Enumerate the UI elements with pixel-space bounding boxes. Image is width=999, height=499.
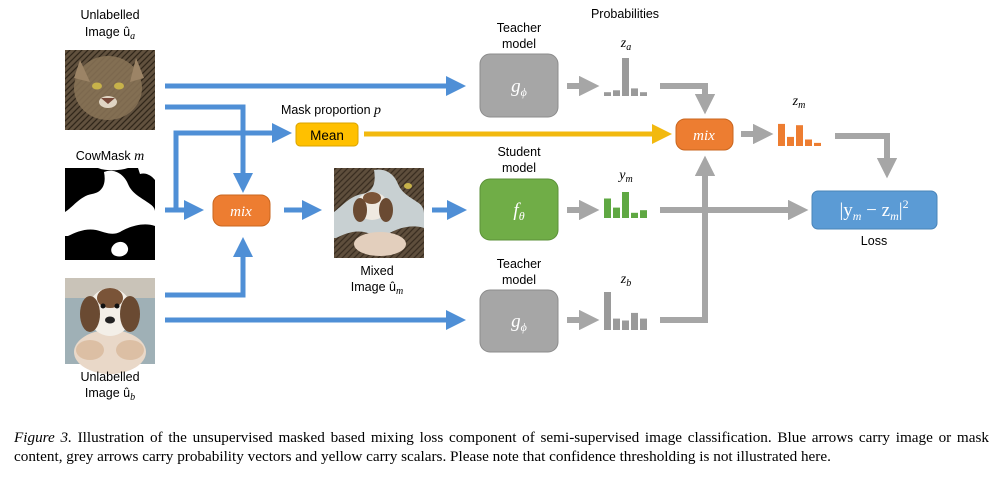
- histogram-zm-bar-3: [796, 125, 803, 146]
- mix-left-label: mix: [230, 204, 252, 220]
- mix-right-box: [675, 118, 734, 151]
- unlabelled-a-label-line1: Unlabelled: [80, 8, 139, 22]
- figure-caption: Figure 3. Illustration of the unsupervis…: [14, 428, 989, 466]
- mix-right-label: mix: [693, 128, 715, 144]
- cowmask-image: [65, 168, 156, 260]
- unlabelled-a-label-line2: Image ûa: [85, 25, 135, 42]
- teacher-model-top-box: [479, 53, 559, 118]
- probabilities-label: Probabilities: [591, 7, 659, 21]
- teacher-top-label-line1: Teacher: [497, 21, 541, 35]
- histogram-zm: [778, 123, 821, 146]
- arrow-zb-to-mix-right: [660, 155, 716, 323]
- ym-label: ym: [617, 168, 632, 185]
- histogram-zb-bar-4: [631, 312, 638, 330]
- histogram-zm-bar-1: [778, 123, 785, 146]
- teacher-model-bottom-box: [479, 289, 559, 353]
- figure-label: Figure 3.: [14, 429, 72, 446]
- loss-formula: |ym − zm|2: [839, 197, 908, 223]
- histogram-zb-bar-5: [640, 318, 647, 330]
- zm-label: zm: [792, 94, 806, 111]
- histogram-ym-bar-5: [640, 210, 647, 218]
- caption-text: Illustration of the unsupervised masked …: [14, 429, 989, 465]
- histogram-ym: [604, 192, 647, 218]
- histogram-za-bar-2: [613, 90, 620, 96]
- zb-label: zb: [620, 272, 631, 289]
- histogram-za-bar-4: [631, 88, 638, 96]
- teacher-bottom-label-line1: Teacher: [497, 257, 541, 271]
- loss-box: [811, 190, 938, 230]
- diagram-canvas: Mean mix mix gϕ fθ gϕ |ym − zm|2 Unlabel…: [65, 7, 938, 403]
- arrow-zm-to-loss: [835, 133, 898, 179]
- histogram-zb-bar-1: [604, 292, 611, 330]
- histogram-ym-bar-3: [622, 192, 629, 218]
- arrow-za-to-mix-right: [660, 83, 716, 115]
- cowmask-label: CowMask m: [76, 149, 144, 164]
- za-label: za: [620, 36, 631, 53]
- histogram-zb: [604, 292, 647, 330]
- loss-label: Loss: [861, 234, 887, 248]
- mean-box: [295, 122, 359, 147]
- histogram-zm-bar-5: [814, 142, 821, 146]
- histogram-ym-bar-2: [613, 207, 620, 218]
- teacher-bottom-label-line2: model: [502, 273, 536, 287]
- mixed-label-line2: Image ûm: [351, 280, 403, 297]
- histogram-ym-bar-1: [604, 198, 611, 218]
- mixed-label-line1: Mixed: [360, 264, 393, 278]
- student-label-line1: Student: [497, 145, 541, 159]
- histogram-zb-bar-3: [622, 320, 629, 330]
- histogram-za: [604, 58, 647, 96]
- histogram-za-bar-1: [604, 92, 611, 96]
- arrow-b-to-mix-left: [165, 237, 253, 298]
- mask-proportion-label: Mask proportion p: [281, 103, 381, 118]
- arrow-mask-to-mean: [173, 123, 292, 210]
- student-label-line2: model: [502, 161, 536, 175]
- histogram-zb-bar-2: [613, 318, 620, 330]
- arrow-a-to-mix-left: [165, 104, 253, 193]
- unlabelled-b-label-line1: Unlabelled: [80, 370, 139, 384]
- f-theta-label: fθ: [513, 200, 524, 223]
- cat-image: [65, 50, 155, 130]
- mixed-image: [334, 168, 424, 258]
- g-phi-top-label: gϕ: [511, 76, 527, 99]
- histogram-ym-bar-4: [631, 212, 638, 218]
- histogram-za-bar-3: [622, 58, 629, 96]
- mix-left-box: [212, 194, 271, 227]
- g-phi-bottom-label: gϕ: [511, 311, 527, 334]
- student-model-box: [479, 178, 559, 241]
- histogram-zm-bar-2: [787, 136, 794, 146]
- histogram-za-bar-5: [640, 92, 647, 96]
- unlabelled-b-label-line2: Image ûb: [85, 386, 135, 403]
- teacher-top-label-line2: model: [502, 37, 536, 51]
- histogram-zm-bar-4: [805, 139, 812, 146]
- mean-label: Mean: [310, 128, 344, 143]
- dog-image: [65, 278, 155, 374]
